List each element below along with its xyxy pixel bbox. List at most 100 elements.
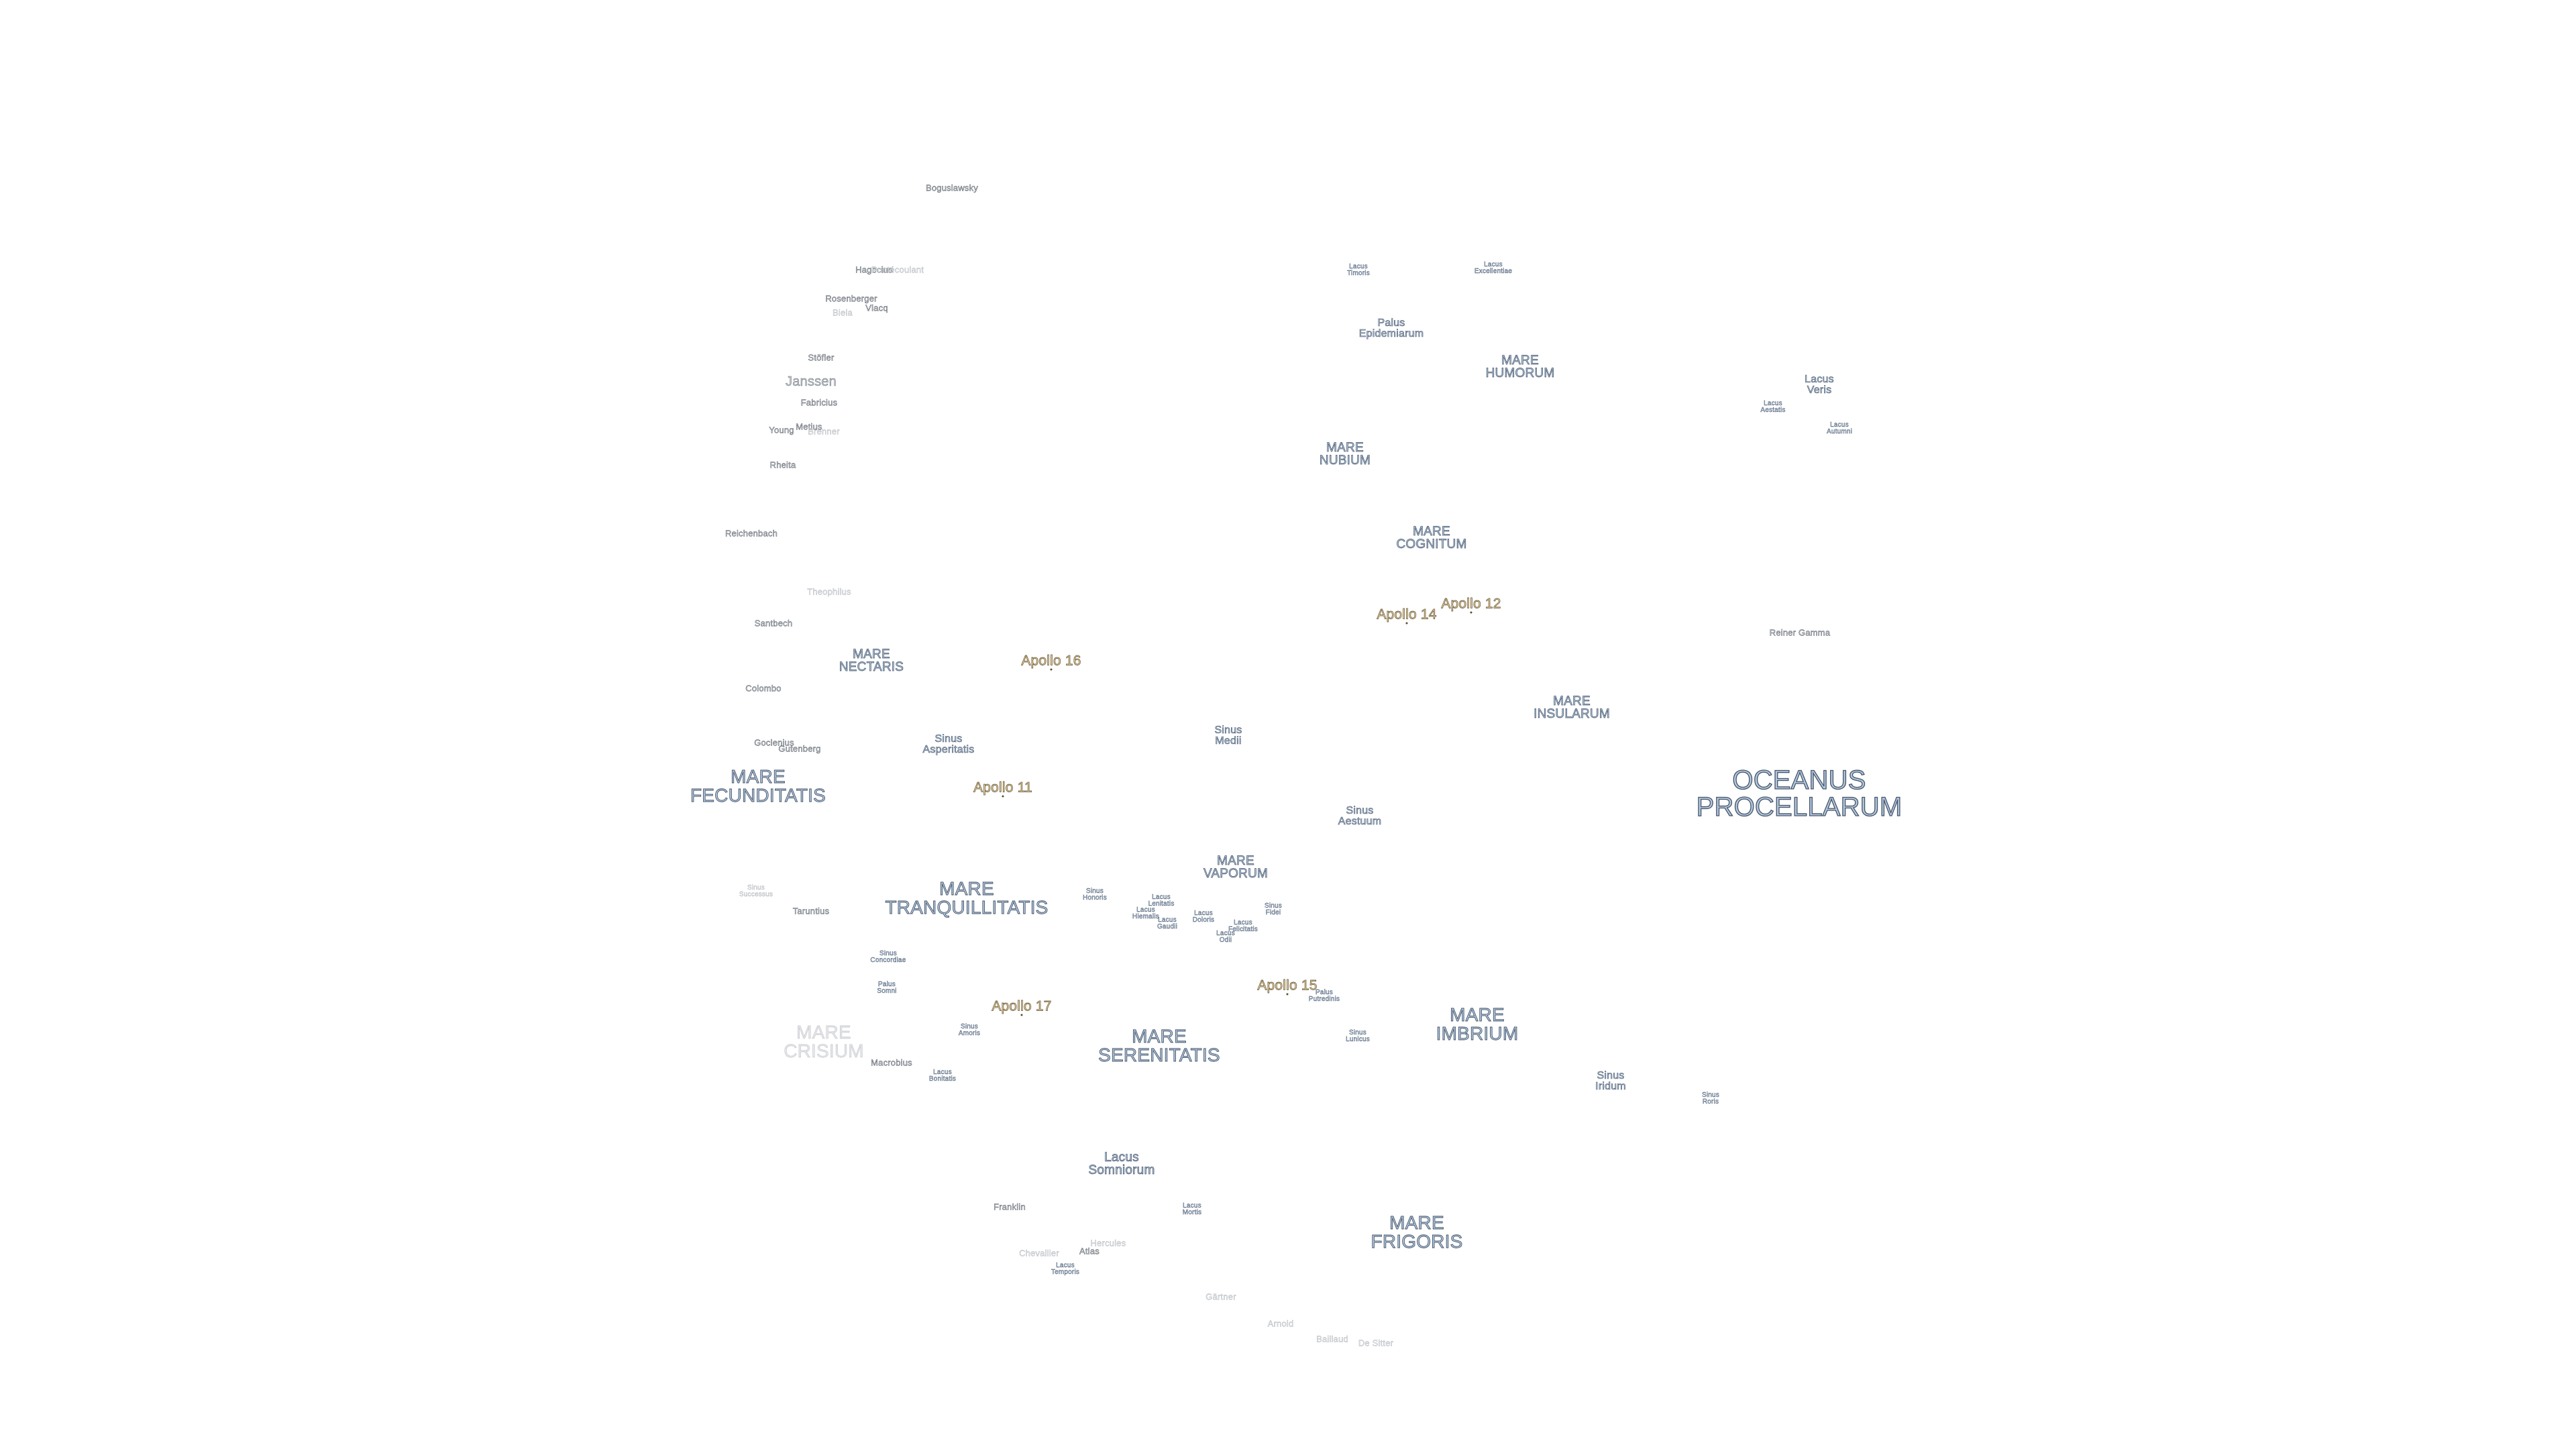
map-label-text: Temporis: [1051, 1269, 1080, 1276]
map-label-de-sitter[interactable]: De Sitter: [1358, 1338, 1394, 1348]
map-label-metius[interactable]: Metius: [796, 422, 822, 431]
map-label-text: Biela: [833, 307, 853, 318]
map-label-apollo-15[interactable]: Apollo 15: [1257, 978, 1318, 993]
map-label-text: Colombo: [745, 683, 782, 694]
map-label-rheita[interactable]: Rheita: [769, 460, 796, 470]
map-label-biela[interactable]: Biela: [833, 307, 853, 318]
map-label-apollo-11[interactable]: Apollo 11: [973, 780, 1032, 795]
map-label-text: Roris: [1702, 1098, 1719, 1106]
map-label-text: Hiemalis: [1132, 913, 1159, 920]
map-label-atlas[interactable]: Atlas: [1079, 1246, 1099, 1255]
map-label-rosenberger[interactable]: Rosenberger: [825, 294, 877, 303]
map-label-janssen[interactable]: Janssen: [786, 375, 837, 389]
map-label-boguslawsky[interactable]: Boguslawsky: [925, 182, 979, 193]
map-label-text: Lacus: [1805, 374, 1834, 385]
map-label-macrobius[interactable]: Macrobius: [871, 1058, 912, 1067]
map-label-vlacq[interactable]: Vlacq: [865, 303, 888, 312]
map-label-goclenius[interactable]: Goclenius: [754, 738, 794, 747]
map-label-text: Rheita: [769, 460, 796, 470]
map-label-text: Successus: [739, 891, 773, 898]
map-label-hagecius[interactable]: Hagecius: [855, 265, 893, 274]
map-label-text: MARE: [1450, 1004, 1505, 1025]
map-label-apollo-17[interactable]: Apollo 17: [991, 999, 1052, 1014]
map-label-pontecoulant[interactable]: Pontécoulant: [871, 265, 924, 274]
map-label-gutenberg[interactable]: Gutenberg: [778, 744, 820, 753]
map-label-franklin[interactable]: Franklin: [994, 1202, 1026, 1211]
map-label-santbech[interactable]: Santbech: [755, 619, 793, 627]
map-label-apollo-14[interactable]: Apollo 14: [1377, 607, 1437, 622]
map-label-text: MARE: [1553, 694, 1591, 708]
map-label-reichenbach[interactable]: Reichenbach: [725, 529, 777, 537]
map-label-text: MARE: [939, 878, 994, 899]
map-label-brenner[interactable]: Brenner: [808, 427, 840, 435]
map-label-chevallier[interactable]: Chevallier: [1019, 1248, 1059, 1257]
map-label-text: Stöfler: [808, 352, 835, 363]
map-label-text: FRIGORIS: [1371, 1231, 1463, 1252]
map-label-colombo[interactable]: Colombo: [745, 683, 782, 694]
map-label-young[interactable]: Young: [769, 425, 794, 434]
map-label-gartner[interactable]: Gärtner: [1205, 1292, 1236, 1301]
map-label-taruntius[interactable]: Taruntius: [792, 906, 829, 915]
map-label-text: De Sitter: [1358, 1338, 1394, 1348]
map-label-text: Mortis: [1182, 1209, 1202, 1216]
map-label-hercules[interactable]: Hercules: [1090, 1238, 1126, 1247]
map-label-text: MARE: [796, 1022, 851, 1042]
map-label-text: Sinus: [1701, 1091, 1720, 1099]
map-label-apollo-12[interactable]: Apollo 12: [1441, 596, 1501, 611]
map-label-reiner-gamma[interactable]: Reiner Gamma: [1770, 628, 1831, 637]
map-label-theophilus[interactable]: Theophilus: [807, 587, 851, 596]
map-label-text: Lacus: [1234, 919, 1252, 926]
map-label-arnold[interactable]: Arnold: [1267, 1319, 1293, 1328]
map-label-baillaud[interactable]: Baillaud: [1316, 1334, 1348, 1343]
map-label-fabricius[interactable]: Fabricius: [801, 398, 838, 407]
map-label-text: Odii: [1219, 936, 1232, 944]
map-label-stoefler[interactable]: Stöfler: [808, 352, 835, 363]
map-label-text: Sinus: [960, 1023, 979, 1030]
map-label-apollo-16[interactable]: Apollo 16: [1021, 653, 1081, 668]
map-label-text: Boguslawsky: [925, 182, 979, 193]
